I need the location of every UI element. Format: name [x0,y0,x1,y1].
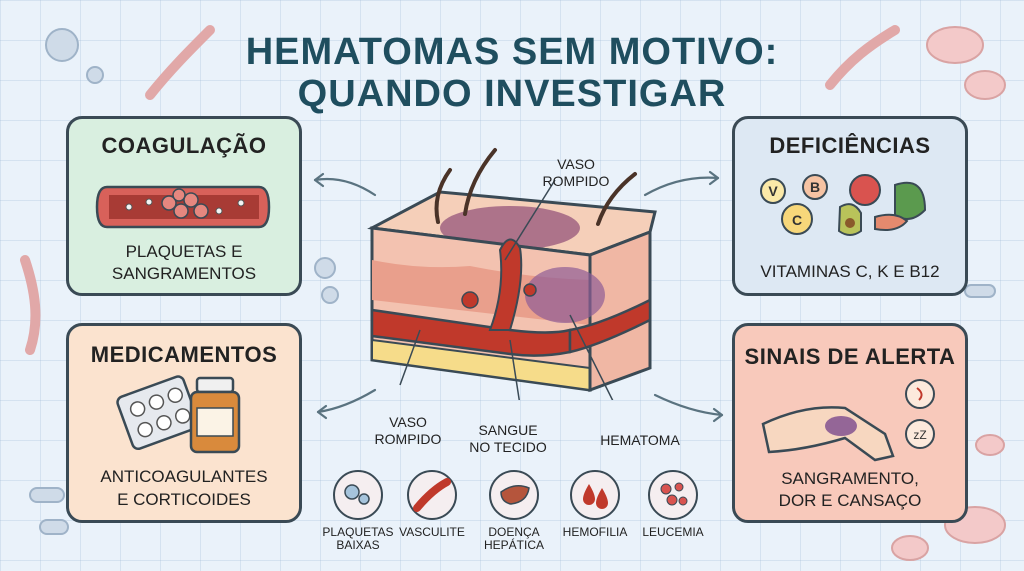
cause-line: VASCULITE [399,525,465,539]
panel-caption-2: E CORTICOIDES [117,490,251,509]
panel-heading: COAGULAÇÃO [101,133,267,158]
cause-hemofilia: HEMOFILIA [551,470,639,539]
svg-text:zZ: zZ [913,428,926,442]
panel-caption-1: PLAQUETAS E [125,242,243,261]
panel-caption-1: ANTICOAGULANTES [100,467,268,486]
panel-caption-1: VITAMINAS C, K E B12 [760,262,940,281]
cause-line: HEMOFILIA [562,525,628,539]
blood-vessel-clot-icon [95,185,271,229]
cause-label: HEMOFILIA [551,526,639,539]
label-sangue-no-tecido: SANGUE NO TECIDO [460,422,556,456]
cause-vasculite: VASCULITE [388,470,476,539]
pills-bottle-icon [116,375,241,454]
label-line: VASO [389,414,427,430]
vitamin-v-label: V [768,183,778,199]
cause-leucemia: LEUCEMIA [629,470,717,539]
blood-cells-icon [648,470,698,520]
blood-drop-icon [570,470,620,520]
vitamin-b-label: B [810,179,820,195]
cause-line: HEPÁTICA [483,538,544,552]
platelet-icon [333,470,383,520]
panel-deficiencias: DEFICIÊNCIAS V B C VITAMINAS C, K E B12 [732,116,968,296]
vessel-icon [407,470,457,520]
title-line-1: HEMATOMAS SEM MOTIVO: [245,31,779,73]
panel-coagulacao: COAGULAÇÃO PLAQUETAS E SANGRAMENTOS [66,116,302,296]
cause-label: VASCULITE [388,526,476,539]
panel-heading: SINAIS DE ALERTA [744,344,956,369]
vitamins-food-icon: V B C [760,174,927,236]
label-hematoma: HEMATOMA [600,432,680,448]
vitamin-c-label: C [792,212,802,228]
liver-icon [489,470,539,520]
cause-line: PLAQUETAS [322,525,394,539]
label-vaso-rompido-bottom: VASO ROMPIDO [368,414,448,448]
cause-line: LEUCEMIA [642,525,704,539]
label-line: SANGUE [478,422,538,438]
cause-label: LEUCEMIA [629,526,717,539]
label-line: ROMPIDO [374,431,442,447]
panel-caption-1: SANGRAMENTO, [781,469,919,488]
cause-line: BAIXAS [336,538,380,552]
skin-cross-section [367,148,657,400]
panel-caption-2: DOR E CANSAÇO [778,491,922,510]
panel-heading: DEFICIÊNCIAS [769,133,931,158]
panel-medicamentos: MEDICAMENTOS ANTICOAGULANTES E CORTICOID… [66,323,302,523]
title-line-2: QUANDO INVESTIGAR [297,73,727,115]
panel-heading: MEDICAMENTOS [90,342,278,367]
label-line: VASO [557,156,595,172]
bruised-arm-icon: zZ [761,379,935,462]
panel-caption-2: SANGRAMENTOS [111,264,257,283]
panel-sinais-de-alerta: SINAIS DE ALERTA zZ SANGRAMENTO, DOR E C… [732,323,968,523]
label-vaso-rompido-top: VASO ROMPIDO [536,156,616,190]
bruise-surface [440,206,580,250]
label-line: NO TECIDO [469,439,547,455]
cause-line: DOENÇA [488,525,540,539]
label-line: ROMPIDO [542,173,610,189]
hematoma-blob [525,267,605,323]
